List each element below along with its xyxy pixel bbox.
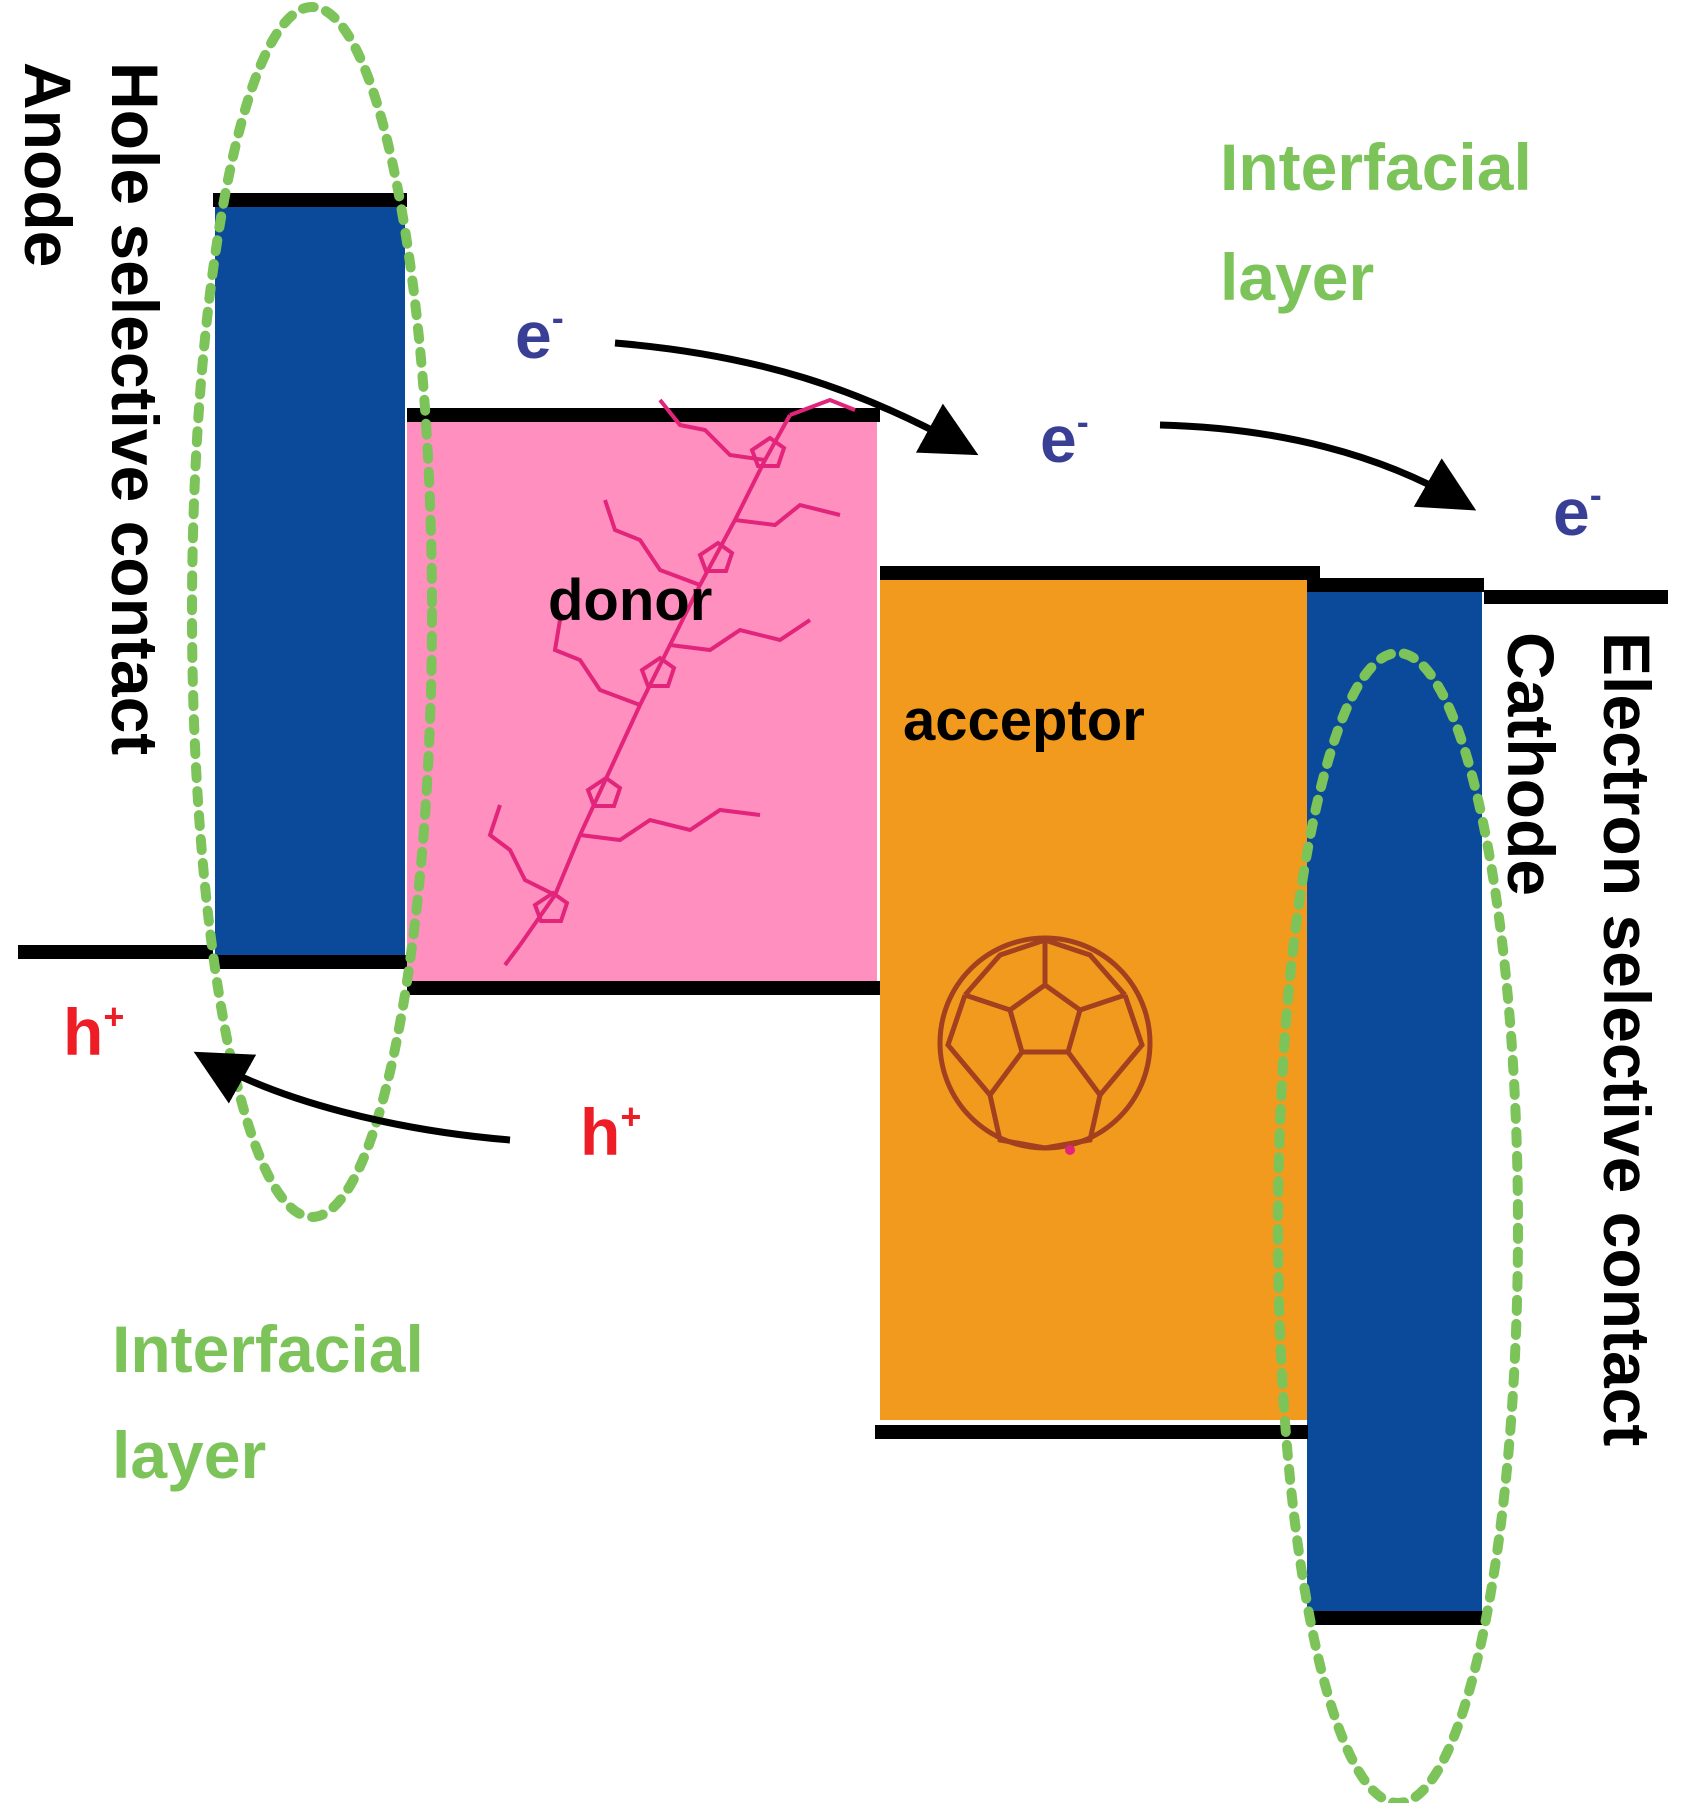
polythiophene-molecule-icon [487, 397, 856, 967]
electron-label-acceptor: e- [1040, 401, 1089, 476]
hole-selective-contact-label: Hole selective contact [98, 62, 172, 755]
interfacial-layer-right-outline [1273, 648, 1523, 1803]
electron-label-donor: e- [515, 297, 564, 372]
electron-selective-contact-label: Electron selective contact [1590, 632, 1664, 1446]
interfacial-layer-left-outline [187, 2, 437, 1222]
hole-label-donor: h+ [580, 1095, 641, 1169]
electron-contact-bar [1307, 578, 1482, 1618]
electron-label-cathode: e- [1553, 474, 1602, 549]
electron-transfer-arrow-2 [1159, 421, 1477, 511]
interfacial-layer-top-label: Interfacial layer [1220, 130, 1550, 314]
acceptor-band [880, 575, 1320, 1420]
hole-label-anode: h+ [63, 995, 124, 1069]
interfacial-layer-bottom-label: Interfacial layer [112, 1312, 442, 1492]
hole-transfer-arrow [193, 1051, 511, 1144]
fullerene-c60-icon [937, 935, 1153, 1155]
energy-level-lines [18, 193, 1668, 1625]
cathode-label: Cathode [1494, 632, 1568, 896]
electron-transfer-arrow-1 [614, 339, 979, 456]
hole-contact-bar [215, 198, 405, 963]
donor-label: donor [548, 568, 712, 633]
anode-label: Anode [11, 62, 85, 267]
acceptor-label: acceptor [903, 688, 1145, 753]
